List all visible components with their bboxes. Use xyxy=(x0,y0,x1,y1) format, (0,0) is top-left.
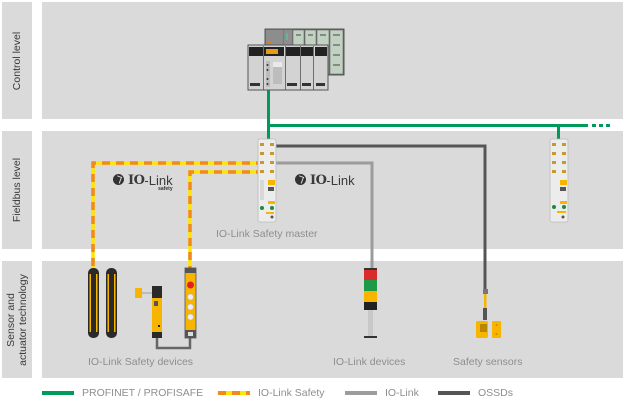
caption-safety-master: IO-Link Safety master xyxy=(216,228,318,240)
safety-door-switch xyxy=(135,286,162,338)
light-curtain xyxy=(88,268,117,338)
io-link-logo: IO -Link xyxy=(295,173,355,188)
iolink-safety-line-inner-dash xyxy=(188,170,264,270)
band-sensor-actuator-level xyxy=(42,261,623,378)
io-link-safety-logo-io: IO xyxy=(128,173,145,188)
legend-swatch-profinet xyxy=(42,391,74,395)
io-link-safety-logo-link: -Link xyxy=(144,173,173,188)
iolink-safety-line-inner-base xyxy=(188,170,264,270)
ossd-line xyxy=(272,144,487,292)
level-label-sensor: Sensor and actuator technology xyxy=(2,261,32,378)
io-link-safety-logo: IO -Link safety xyxy=(113,173,173,192)
io-link-logo-io: IO xyxy=(310,173,327,188)
legend-item-ossd: OSSDs xyxy=(438,385,513,401)
legend-label-iolink: IO-Link xyxy=(385,387,419,399)
iolink-safety-lines xyxy=(91,161,264,272)
iolink-safety-line-outer-dash xyxy=(91,161,264,272)
legend-swatch-ossd xyxy=(438,391,470,395)
legend: PROFINET / PROFISAFE IO-Link Safety IO-L… xyxy=(0,385,623,401)
legend-swatch-iolink-safety xyxy=(218,391,250,395)
legend-label-profinet: PROFINET / PROFISAFE xyxy=(82,387,204,399)
signal-tower xyxy=(364,268,377,338)
band-fieldbus-level xyxy=(42,131,623,249)
io-link-logo-icon xyxy=(113,174,124,185)
caption-safety-devices: IO-Link Safety devices xyxy=(88,356,194,368)
iolink-line xyxy=(272,161,374,268)
caption-io-link-devices: IO-Link devices xyxy=(333,356,406,368)
io-link-safety-logo-sub: safety xyxy=(158,186,173,192)
legend-label-iolink-safety: IO-Link Safety xyxy=(258,387,325,399)
caption-safety-sensors: Safety sensors xyxy=(453,356,523,368)
level-label-fieldbus: Fieldbus level xyxy=(2,131,32,249)
legend-label-ossd: OSSDs xyxy=(478,387,514,399)
device-connection-cable xyxy=(155,338,192,350)
legend-swatch-iolink xyxy=(345,391,377,395)
plc-rack xyxy=(247,28,345,91)
io-link-safety-master-2 xyxy=(549,138,569,223)
level-label-control: Control level xyxy=(2,2,32,119)
io-link-logo-icon xyxy=(295,174,306,185)
rfid-safety-sensor xyxy=(476,289,501,338)
legend-item-iolink-safety: IO-Link Safety xyxy=(218,385,325,401)
io-link-safety-master-1 xyxy=(257,138,277,223)
profinet-lines xyxy=(267,90,613,140)
legend-item-iolink: IO-Link xyxy=(345,385,419,401)
control-pendant xyxy=(184,267,197,339)
legend-item-profinet: PROFINET / PROFISAFE xyxy=(42,385,203,401)
io-link-logo-link: -Link xyxy=(326,173,355,188)
